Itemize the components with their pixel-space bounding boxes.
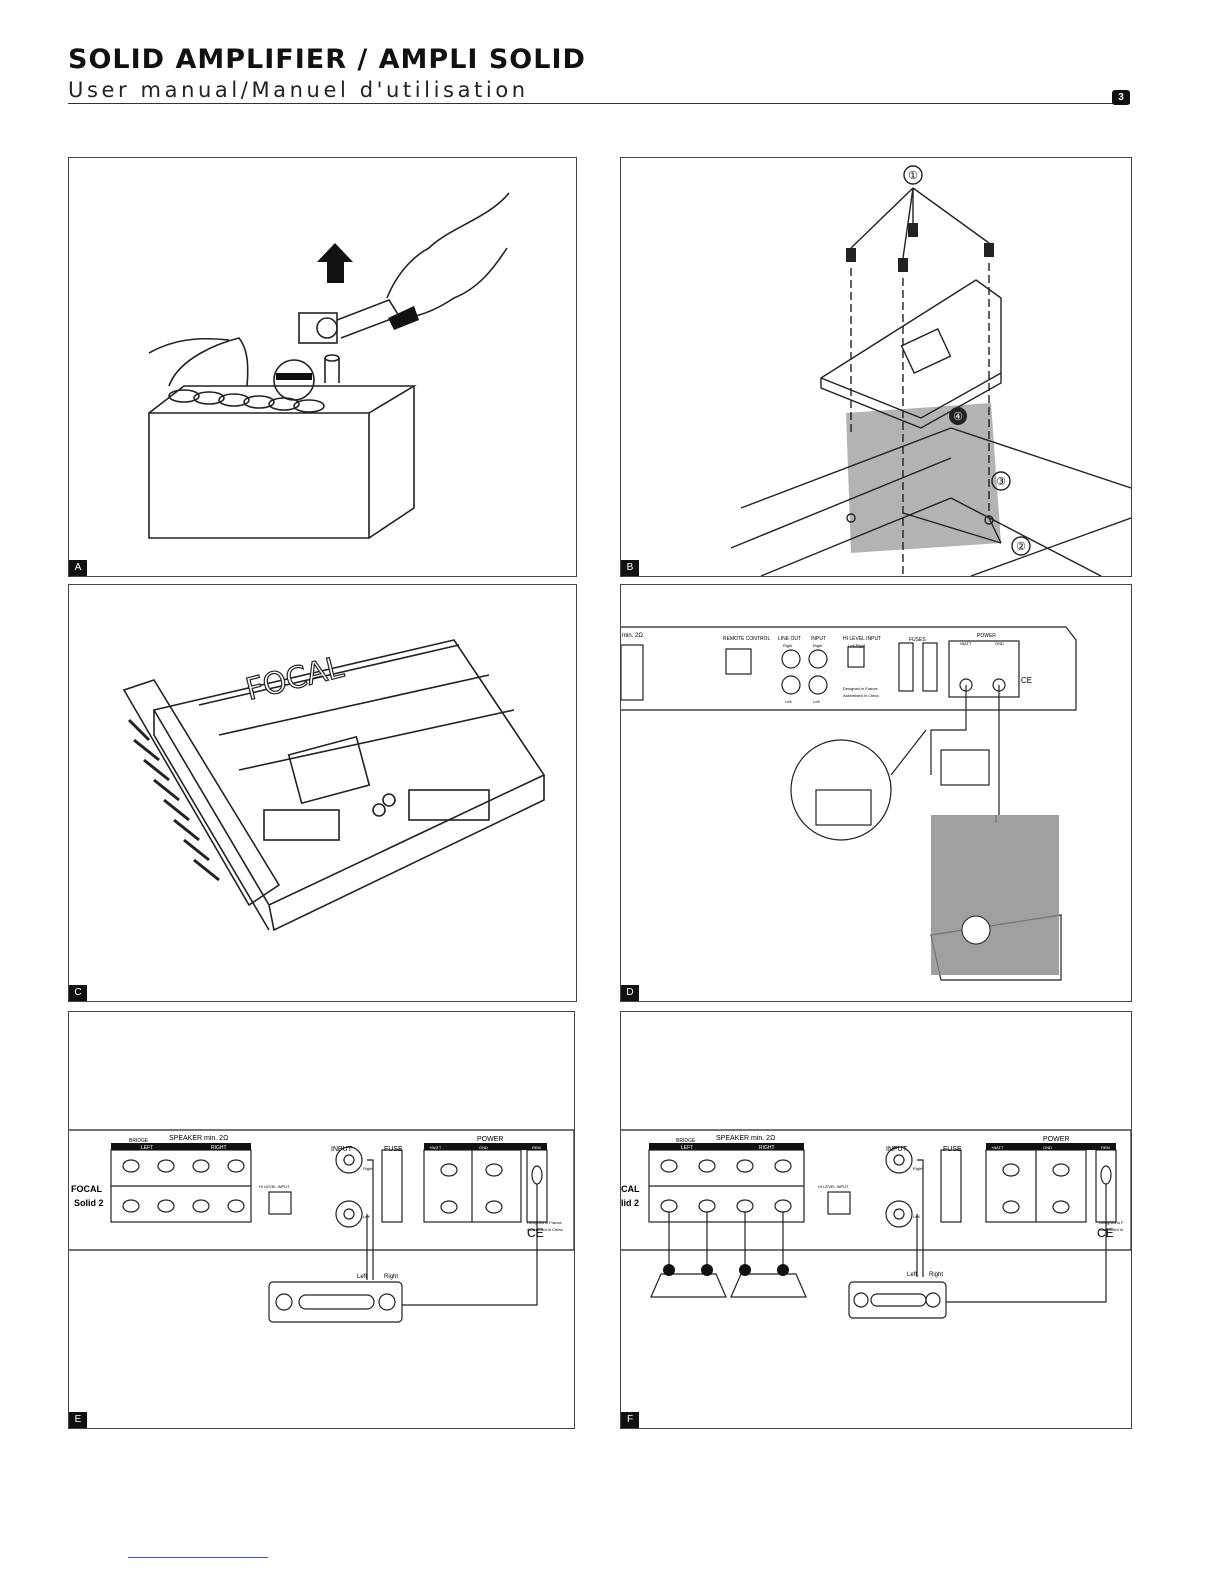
rca-left-label: Left: [363, 1214, 371, 1219]
rca-right-label: Right: [363, 1166, 373, 1171]
power-label: POWER: [977, 633, 996, 639]
panel-label: A: [69, 560, 87, 576]
right-channel-label: RIGHT: [211, 1145, 227, 1151]
input-right-label: Right: [813, 643, 823, 648]
callout-1: ①: [908, 170, 918, 182]
gnd-label: GND: [995, 641, 1004, 646]
brand-logo: CAL: [621, 1184, 640, 1194]
hi-level-input-label: HI LEVEL INPUT: [818, 1184, 849, 1189]
speaker-min-label: min. 2Ω: [622, 633, 643, 639]
panel-label: B: [621, 560, 639, 576]
speaker-wiring-illustration: SPEAKER min. 2Ω BRIDGE LEFT RIGHT CAL li…: [621, 1129, 1131, 1319]
mounting-illustration: ① ② ③ ④: [730, 165, 1131, 576]
ce-mark: CE: [1097, 1226, 1114, 1240]
callout-4: ④: [953, 411, 963, 423]
input-label: INPUT: [331, 1146, 353, 1153]
panel-e-input-wiring: SPEAKER min. 2Ω BRIDGE LEFT RIGHT FOCAL …: [68, 1011, 575, 1429]
input-left-label: Left: [813, 699, 821, 704]
amplifier-perspective-illustration: FOCAL: [122, 639, 546, 932]
panel-c-amplifier-view: FOCAL C: [68, 584, 577, 1002]
model-name: Solid 2: [74, 1198, 104, 1208]
rca-left-label: Left: [913, 1214, 921, 1219]
right-channel-label: RIGHT: [759, 1145, 775, 1151]
assembled-label: Assembled in China: [843, 693, 879, 698]
callout-2: ②: [1016, 541, 1026, 553]
focal-embossed-logo: FOCAL: [242, 650, 347, 708]
left-channel-label: LEFT: [681, 1145, 693, 1151]
designed-label: Designed in France: [527, 1220, 562, 1225]
panel-label: E: [69, 1412, 87, 1428]
panel-a-battery-disconnect: A: [68, 157, 577, 577]
hi-level-input-label: HI LEVEL INPUT: [259, 1184, 290, 1189]
ce-mark: CE: [1021, 676, 1032, 685]
hi-level-left-right-label: Left Right: [848, 643, 866, 648]
header-rule: [68, 103, 1130, 104]
panel-d-power-wiring: min. 2Ω REMOTE CONTROL LINE OUT INPUT HI…: [620, 584, 1132, 1002]
callout-3: ③: [996, 476, 1006, 488]
model-name: lid 2: [621, 1198, 639, 1208]
page-number-badge: 3: [1112, 90, 1130, 105]
assembled-label: Assembled in: [1099, 1227, 1123, 1232]
page-subtitle: User manual/Manuel d'utilisation: [68, 78, 529, 102]
rem-label: REM: [532, 1145, 541, 1150]
gnd-label: GND: [1043, 1145, 1052, 1150]
batt-label: +BATT: [959, 641, 972, 646]
panel-label: D: [621, 985, 639, 1001]
rca-right-label: Right: [913, 1166, 923, 1171]
assembled-label: Assembled in China: [527, 1227, 563, 1232]
footer-rule: [128, 1557, 268, 1558]
power-label: POWER: [477, 1136, 503, 1143]
brand-logo: FOCAL: [71, 1184, 102, 1194]
batt-label: +BATT: [991, 1145, 1004, 1150]
bridge-label: BRIDGE: [676, 1138, 696, 1144]
panel-label: C: [69, 985, 87, 1001]
batt-label: +BATT: [429, 1145, 442, 1150]
line-out-right-label: Right: [783, 643, 793, 648]
hi-level-input-label: HI LEVEL INPUT: [843, 636, 881, 642]
wire-right-label: Right: [929, 1272, 943, 1278]
panel-label: F: [621, 1412, 639, 1428]
input-label: INPUT: [886, 1146, 908, 1153]
input-wiring-illustration: SPEAKER min. 2Ω BRIDGE LEFT RIGHT FOCAL …: [69, 1129, 574, 1323]
bridge-label: BRIDGE: [129, 1138, 149, 1144]
input-label: INPUT: [811, 636, 826, 642]
rem-label: REM: [1101, 1145, 1110, 1150]
speaker-min-label: SPEAKER min. 2Ω: [169, 1135, 228, 1142]
wire-left-label: Left: [357, 1274, 367, 1280]
designed-label: Designed in F: [1099, 1220, 1124, 1225]
left-channel-label: LEFT: [141, 1145, 153, 1151]
panel-b-mounting: ① ② ③ ④ B: [620, 157, 1132, 577]
fuse-label: FUSE: [943, 1146, 962, 1153]
power-wiring-illustration: min. 2Ω REMOTE CONTROL LINE OUT INPUT HI…: [621, 626, 1077, 981]
wire-left-label: Left: [907, 1272, 917, 1278]
power-label: POWER: [1043, 1136, 1069, 1143]
line-out-left-label: Left: [785, 699, 793, 704]
battery-disconnect-illustration: [148, 192, 510, 539]
gnd-label: GND: [479, 1145, 488, 1150]
ce-mark: CE: [527, 1226, 544, 1240]
page-title: SOLID AMPLIFIER / AMPLI SOLID: [68, 44, 586, 75]
panel-f-speaker-wiring: SPEAKER min. 2Ω BRIDGE LEFT RIGHT CAL li…: [620, 1011, 1132, 1429]
line-out-label: LINE OUT: [778, 636, 801, 642]
fuse-label: FUSE: [384, 1146, 403, 1153]
wire-right-label: Right: [384, 1274, 398, 1280]
fuses-label: FUSES: [909, 637, 926, 643]
designed-label: Designed in France: [843, 686, 878, 691]
remote-control-label: REMOTE CONTROL: [723, 636, 770, 642]
speaker-min-label: SPEAKER min. 2Ω: [716, 1135, 775, 1142]
